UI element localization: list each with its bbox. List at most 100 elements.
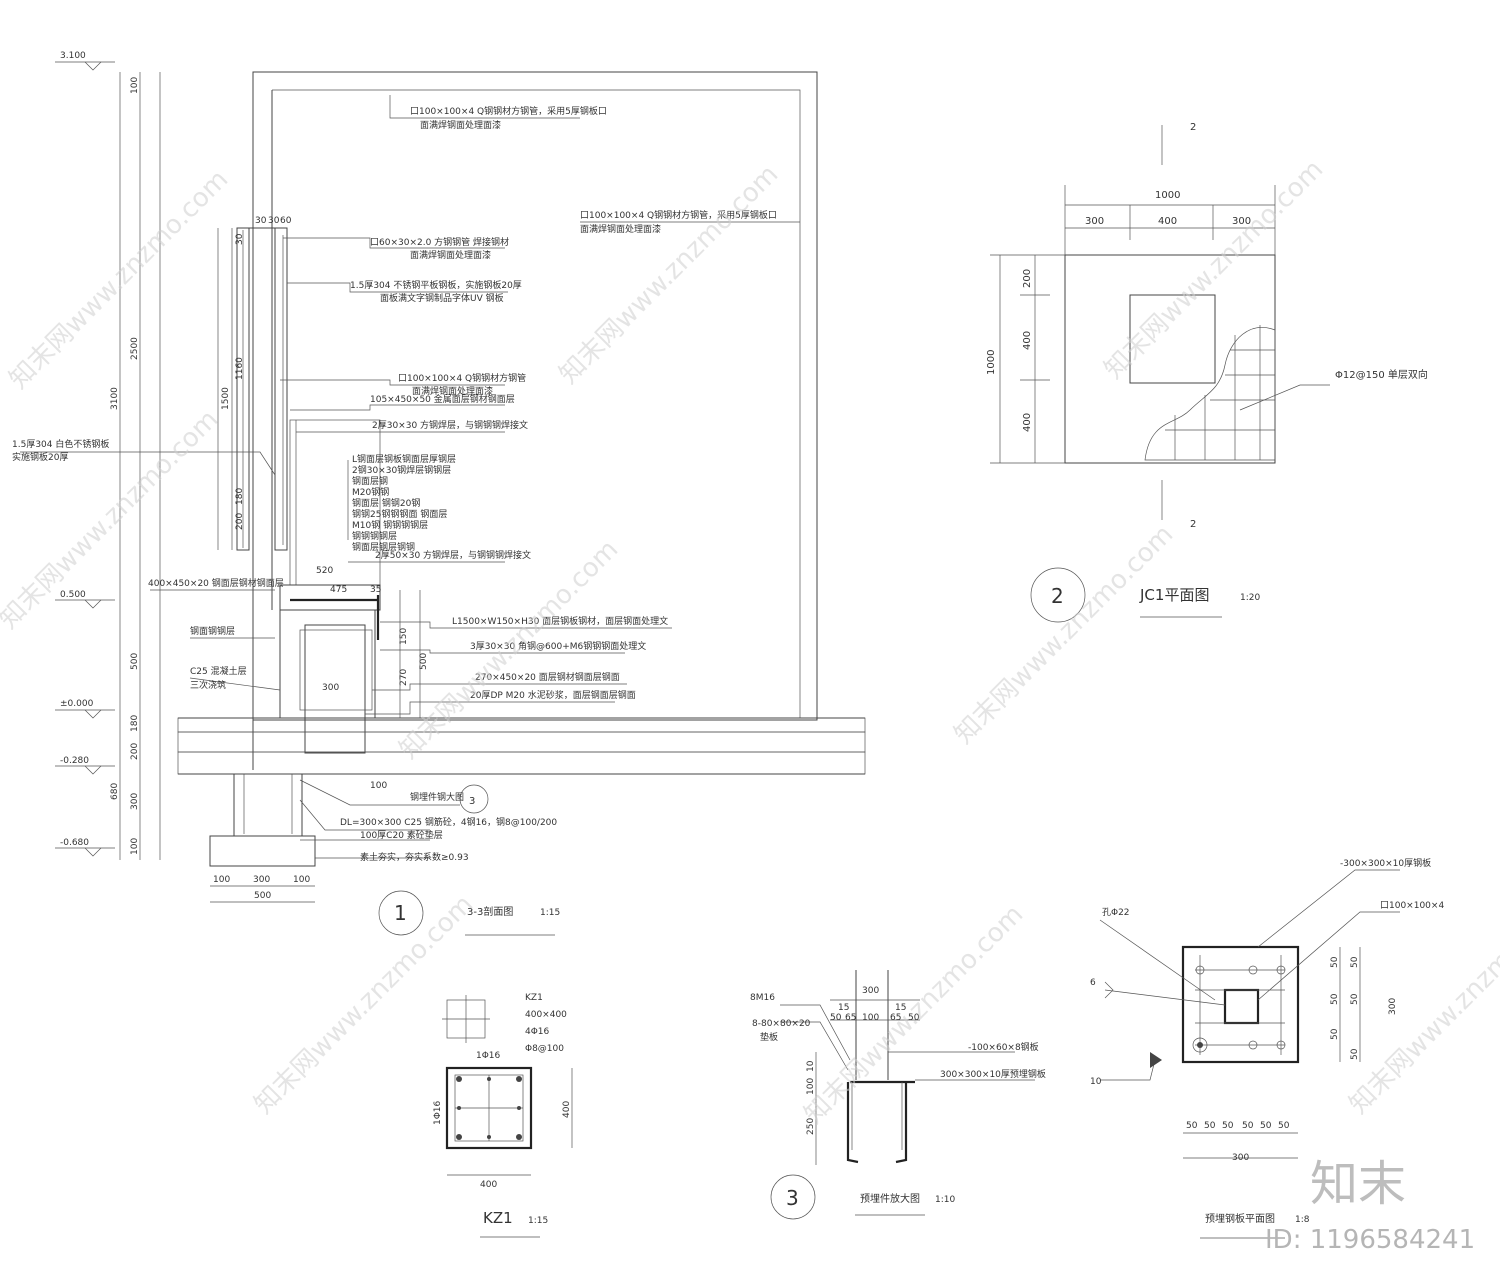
kz1-spec-3: Φ8@100 [525,1044,564,1054]
detail3-dim-15b: 15 [895,1003,906,1013]
note-top-4: 口60×30×2.0 方钢钢管 焊接钢材 [370,236,509,248]
detail3-dim-100: 100 [862,1013,879,1023]
plate-rdim-5: 50 [1350,1048,1360,1060]
plate-rdim-1: 50 [1330,956,1340,968]
embedded-part-drawing [770,970,1035,1220]
plan-jc1-drawing [990,125,1330,623]
kz1-title: KZ1 [483,1209,513,1227]
detail3-label-r1: 300×300×10厚预埋钢板 [940,1068,1046,1080]
watermark-text: 知末网www.znzmo.com [554,159,785,390]
elev-0500: 0.500 [60,590,86,600]
embedded-plate-plan-drawing [1099,869,1400,1239]
section-1-number: 1 [394,901,407,925]
plan-jc1-texts: 2 2 1000 300 400 300 1000 200 400 400 Φ1… [986,122,1428,608]
vdim-300: 300 [130,793,140,810]
note-bottom-2: 100厚C20 素砼垫层 [360,829,443,841]
detail3-dim-50b: 50 [908,1013,920,1023]
detail3-dim-65b: 65 [890,1013,901,1023]
note-left-4: C25 混凝土层 [190,665,247,677]
note-layer-9: 2厚50×30 方钢焊层，与钢钢钢焊接文 [375,549,531,561]
detail3-label-0: 8M16 [750,993,775,1003]
bdim-300: 300 [253,875,270,885]
note-top-5: 面满焊钢面处理面漆 [410,249,491,261]
bdim-500: 500 [254,891,271,901]
plate-bdim-1: 50 [1204,1121,1216,1131]
detail3-ldim-100: 100 [806,1078,816,1095]
idim-180: 180 [235,488,245,505]
note-left-0: 1.5厚304 白色不锈钢板 [12,438,109,450]
idim-30a: 30 [235,233,245,245]
plate-label-2: 孔Φ22 [1102,907,1130,918]
plan-ldim-1000: 1000 [986,350,997,375]
section-1-scale: 1:15 [540,908,560,918]
watermark-text: 知末网www.znzmo.com [1344,889,1500,1120]
plan-ldim-400a: 400 [1022,331,1033,350]
plan-title: JC1平面图 [1139,586,1209,604]
vdim-180: 180 [130,715,140,732]
image-id-label: ID: 1196584241 [1265,1225,1475,1255]
elev-m0280: -0.280 [60,756,89,766]
plan-dim-300b: 300 [1232,216,1251,227]
plate-label-1: 口100×100×4 [1380,901,1444,911]
rdim-150: 150 [399,628,409,645]
vdim-680: 680 [110,783,120,800]
section-3-3-texts: 3.100 0.500 ±0.000 -0.280 -0.680 100 250… [12,51,777,925]
plan-section-mark-bottom: 2 [1190,519,1196,530]
plate-rdim-300: 300 [1388,998,1398,1015]
plate-rdim-3: 50 [1350,993,1360,1005]
idim-60: 60 [280,216,292,226]
watermark-text: 知末网www.znzmo.com [949,519,1180,750]
embedded-part-texts: 8M16 8-80×80×20 垫板 -100×60×8钢板 300×300×1… [750,986,1046,1210]
note-layer-2: 钢面层钢 [352,475,388,487]
kz1-dim-right: 400 [562,1101,572,1118]
note-top-7: 面板满文字钢制品字体UV 钢板 [380,292,504,304]
note-layer-1: 2钢30×30钢焊层钢钢层 [352,464,451,476]
note-bottom-3: 素土夯实，夯实系数≥0.93 [360,851,469,863]
kz1-label-left: 1Φ16 [433,1100,443,1125]
plate-bdim-0: 50 [1186,1121,1198,1131]
plan-ldim-400b: 400 [1022,413,1033,432]
vdim-100b: 100 [130,838,140,855]
note-left-1: 实施钢板20厚 [12,451,68,463]
vdim-500: 500 [130,653,140,670]
detail3-dim-15a: 15 [838,1003,849,1013]
plate-label-4: 10 [1090,1077,1102,1087]
elev-3100: 3.100 [60,51,86,61]
detail3-number: 3 [786,1186,799,1210]
watermark-text: 知末网www.znzmo.com [0,404,224,635]
idim-1500: 1500 [221,387,231,410]
rdim-500: 500 [419,653,429,670]
tdim-35: 35 [370,585,381,595]
note-top-2: 口100×100×4 Q钢钢材方钢管，采用5厚钢板口 [580,209,777,221]
elev-m0680: -0.680 [60,838,89,848]
vdim-100: 100 [130,77,140,94]
note-top-6: 1.5厚304 不锈钢平板钢板，实施钢板20厚 [350,279,522,291]
idim-30b: 30 [255,216,267,226]
plate-bdim-2: 50 [1222,1121,1234,1131]
brand-logo-text: 知末 [1310,1156,1406,1212]
detail3-dim-300: 300 [862,986,879,996]
kz1-spec-1: 400×400 [525,1010,567,1020]
kz1-spec-2: 4Φ16 [525,1027,550,1037]
detail3-title: 预埋件放大图 [860,1192,920,1205]
plate-bdim-300: 300 [1232,1153,1249,1163]
note-right-1: 3厚30×30 角钢@600+M6钢钢钢面处理文 [470,640,646,652]
plan-number: 2 [1051,584,1064,608]
detail3-ldim-250: 250 [806,1118,816,1135]
vdim-200: 200 [130,743,140,760]
tdim-520: 520 [316,566,333,576]
note-layer-3: M20钢钢 [352,486,389,498]
plate-bdim-5: 50 [1278,1121,1290,1131]
note-top-8: 口100×100×4 Q钢钢材方钢管 [398,372,526,384]
detail3-label-2: 垫板 [760,1031,778,1043]
vdim-2500: 2500 [130,337,140,360]
note-left-3: 钢面钢钢层 [190,625,235,637]
note-layer-6: M10钢 钢钢钢钢层 [352,519,428,531]
plan-rebar-note: Φ12@150 单层双向 [1335,368,1428,381]
note-layer-5: 钢钢25钢钢钢面 钢面层 [352,508,447,520]
plate-label-0: -300×300×10厚钢板 [1340,857,1431,869]
watermark-text: 知末网www.znzmo.com [249,889,480,1120]
plan-dim-400: 400 [1158,216,1177,227]
note-top-9: 面满焊钢面处理面漆 [412,385,493,397]
